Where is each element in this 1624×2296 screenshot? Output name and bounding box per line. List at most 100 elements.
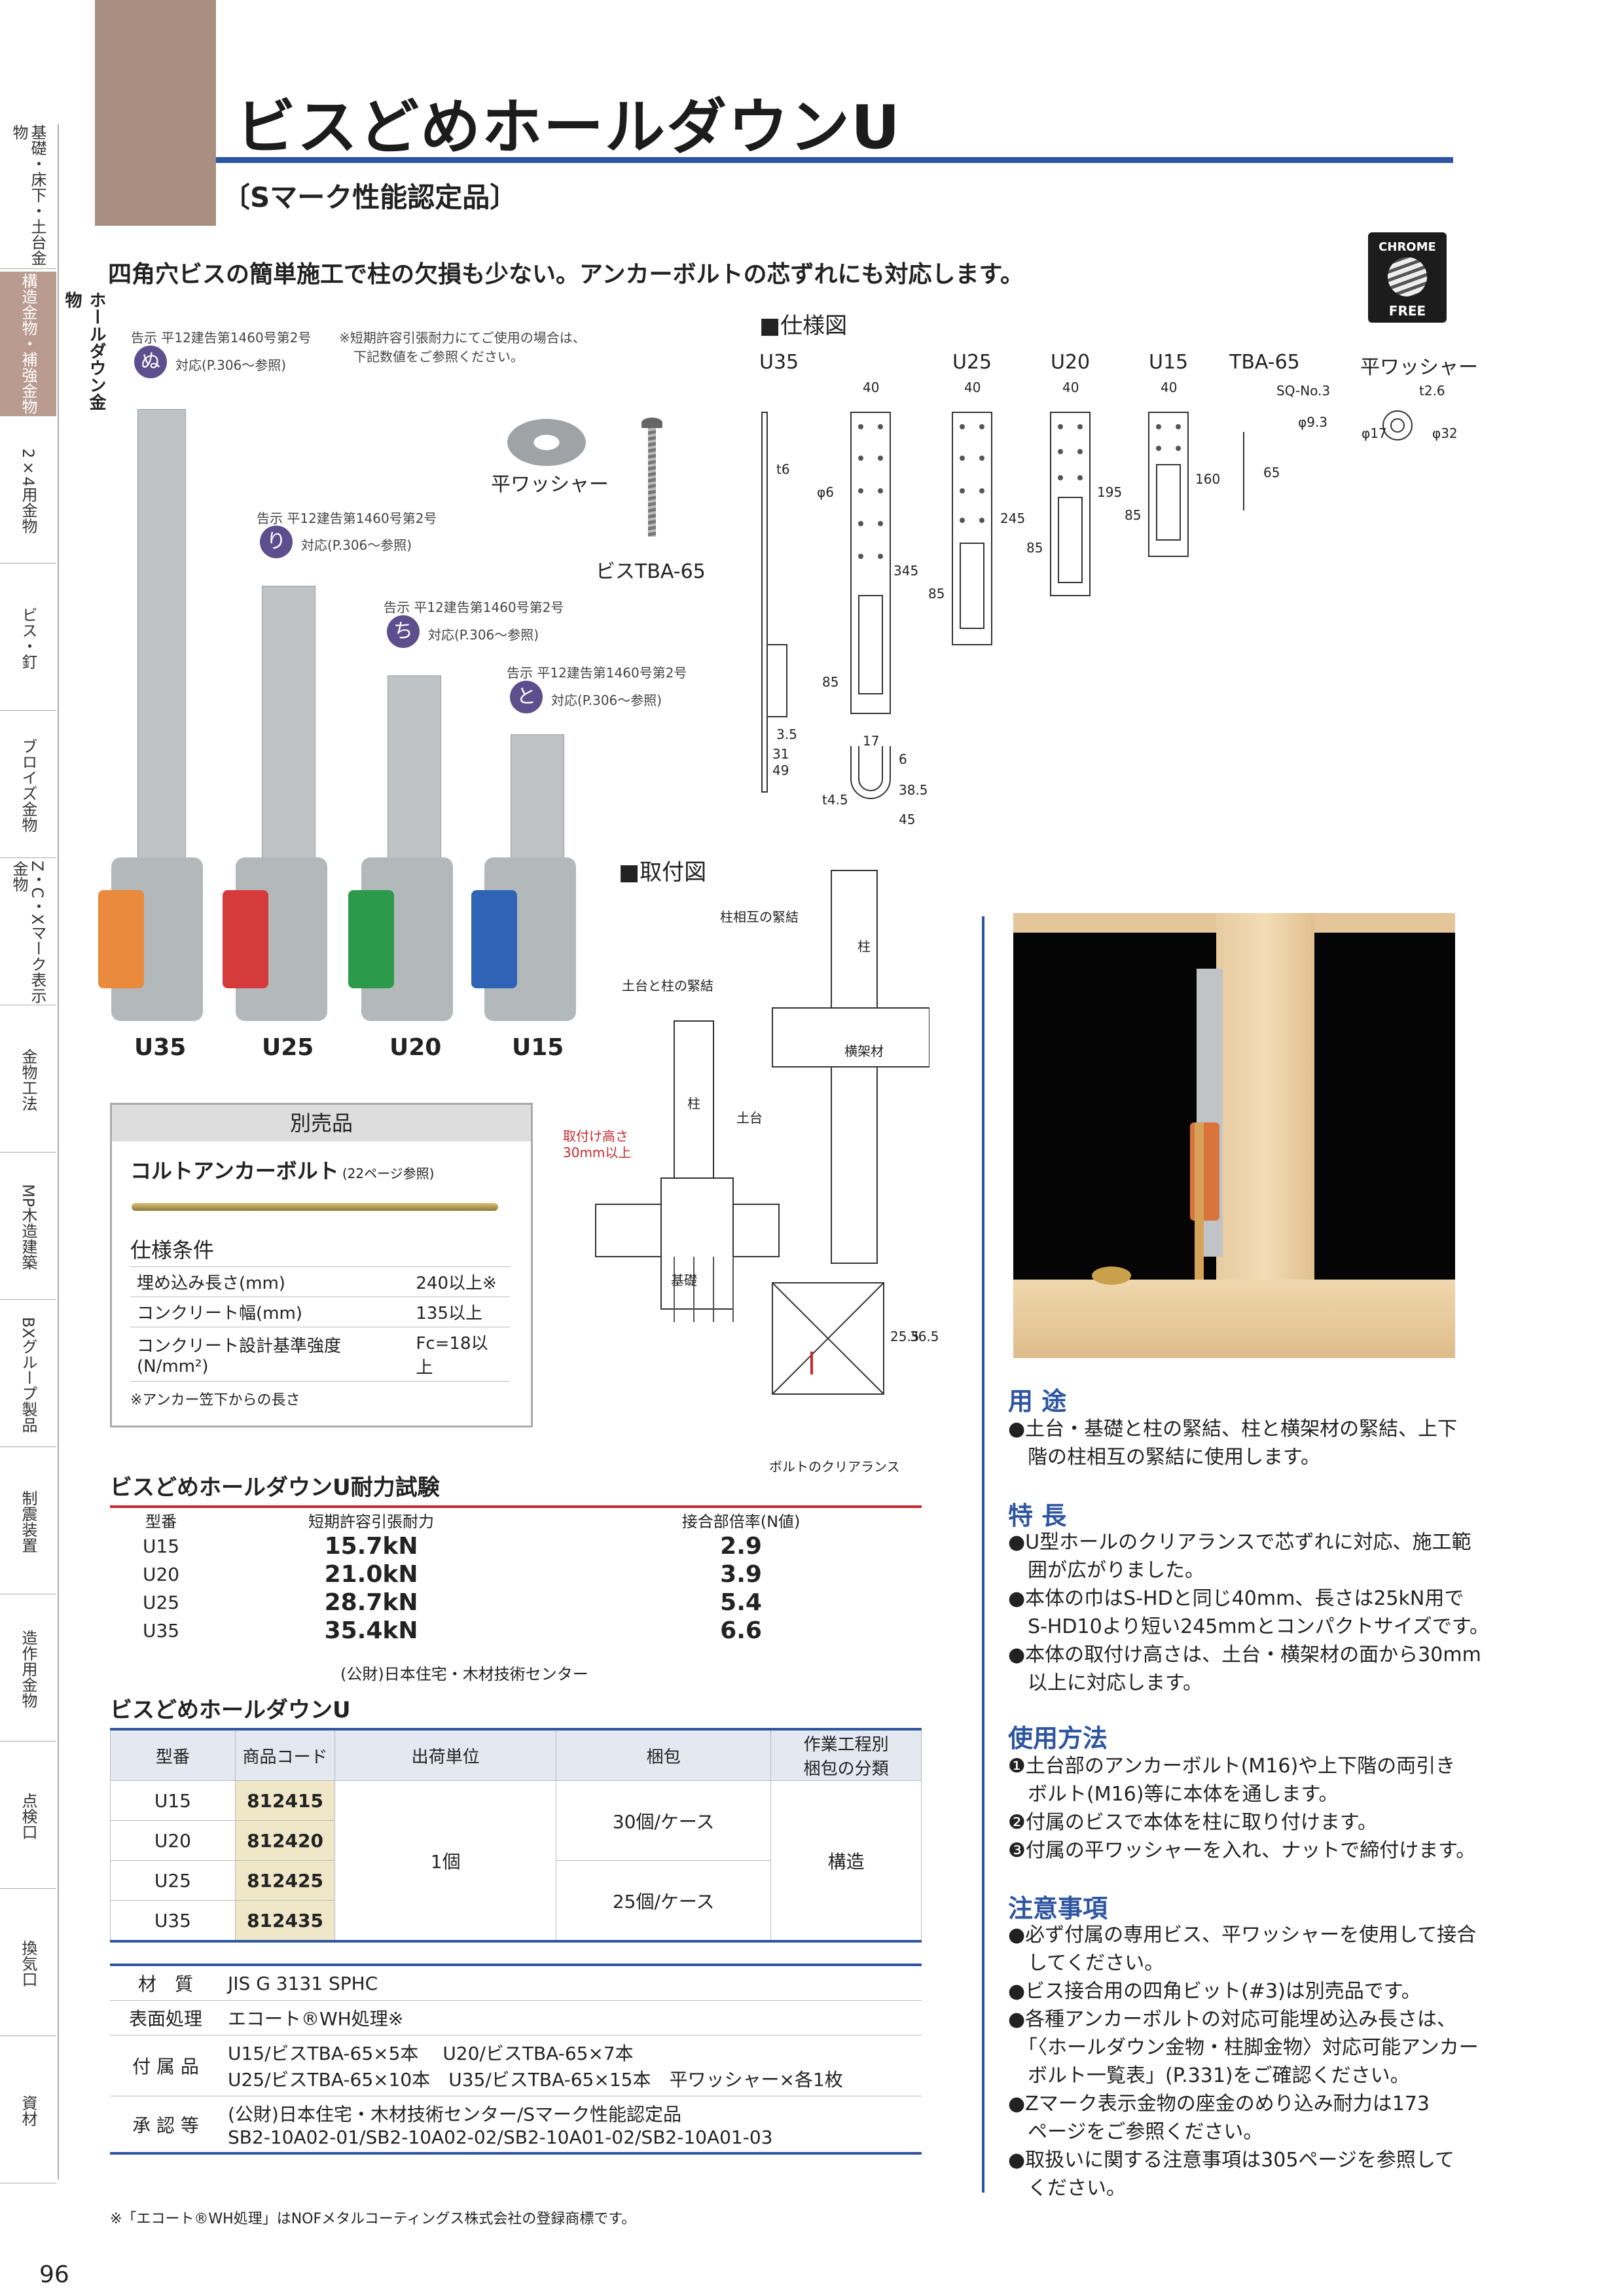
strength-source: (公財)日本住宅・木材技術センター (340, 1665, 588, 1683)
dim-label: 65 (1263, 465, 1280, 480)
how-to-title: 使用方法 (1008, 1724, 1108, 1753)
model-label: U20 (389, 1034, 442, 1061)
strength-title: ビスどめホールダウンU耐力試験 (110, 1475, 440, 1501)
dim-label: 85 (1026, 540, 1043, 556)
install-label: 36.5 (910, 1329, 939, 1344)
screw-photo (648, 425, 656, 537)
side-tab[interactable]: MP木造建築 (0, 1155, 56, 1300)
install-label: 土台 (736, 1110, 763, 1126)
anchor-bolt-photo (132, 1203, 498, 1211)
side-tab[interactable]: 基礎・床下・土台金物 (0, 124, 56, 269)
anchor-bolt (1195, 1122, 1204, 1280)
side-tab[interactable]: Z・C・Xマーク表示金物 (0, 861, 56, 1005)
dim-label: 45 (899, 812, 916, 827)
cond-table: 埋め込み長さ(mm)240以上※ コンクリート幅(mm)135以上 コンクリート… (130, 1266, 510, 1382)
option-box: 別売品 コルトアンカーボルト (22ページ参照) 仕様条件 埋め込み長さ(mm)… (110, 1103, 533, 1427)
install-label: 25.5 (890, 1329, 920, 1344)
globe-icon (1388, 257, 1427, 296)
spec-model-label: U25 (952, 351, 992, 374)
anchor-bolt-name: コルトアンカーボルト (130, 1158, 339, 1183)
how-to-text: ❶土台部のアンカーボルト(M16)や上下階の両引き ボルト(M16)等に本体を通… (1008, 1755, 1476, 1862)
dim-label: 40 (863, 380, 880, 395)
dim-label: SQ-No.3 (1276, 383, 1331, 399)
notice-ref: 対応(P.306〜参照) (175, 357, 287, 373)
label-sticker (223, 890, 268, 988)
product-table: 型番 商品コード 出荷単位 梱包 作業工程別梱包の分類 U15 812415 1… (110, 1728, 922, 1943)
label-sticker (348, 890, 394, 988)
side-tab[interactable]: 2×4用金物 (0, 419, 56, 564)
caution-title: 注意事項 (1008, 1894, 1108, 1923)
side-tab[interactable]: BXグループ製品 (0, 1302, 56, 1447)
label-sticker (471, 890, 517, 988)
cond-title: 仕様条件 (130, 1238, 215, 1263)
notice-to: 告示 平12建告第1460号第2号 (507, 665, 687, 681)
features-text: ●U型ホールのクリアランスで芯ずれに対応、施工範 囲が広がりました。 ●本体の巾… (1008, 1531, 1489, 1695)
dim-label: 40 (1062, 380, 1079, 395)
page-subtitle: 〔Sマーク性能認定品〕 (223, 181, 518, 213)
washer-label: 平ワッシャー (491, 473, 609, 496)
dim-label: 85 (822, 674, 839, 690)
side-tab[interactable]: 造作用金物 (0, 1597, 56, 1742)
side-tab[interactable]: 資材 (0, 2039, 56, 2183)
side-tab[interactable]: 点検口 (0, 1744, 56, 1889)
features-title: 特 長 (1008, 1501, 1067, 1530)
side-tab[interactable]: ビス・釘 (0, 566, 56, 711)
dim-label: 85 (1125, 507, 1142, 523)
side-tab[interactable]: 金物工法 (0, 1008, 56, 1153)
kana-badge-chi: ち (387, 615, 420, 648)
label-sticker (98, 890, 144, 988)
page-number: 96 (39, 2261, 69, 2288)
title-underline (216, 157, 1453, 163)
dim-label: φ32 (1432, 425, 1458, 441)
wood-sill (1013, 1280, 1455, 1358)
notice-nu: 告示 平12建告第1460号第2号 (131, 330, 312, 346)
install-heading: ■取付図 (619, 859, 707, 886)
side-index: 基礎・床下・土台金物 構造金物・補強金物 2×4用金物 ビス・釘 ブロイズ金物 … (0, 124, 59, 2183)
side-tab[interactable]: ブロイズ金物 (0, 713, 56, 858)
screw-label: ビスTBA-65 (596, 560, 706, 583)
install-label: 30mm以上 (563, 1145, 632, 1160)
product-title: ビスどめホールダウンU (110, 1697, 351, 1723)
dim-label: 38.5 (899, 782, 928, 798)
side-tab-active[interactable]: 構造金物・補強金物 (0, 272, 56, 416)
notice-ref: 対応(P.306〜参照) (551, 692, 662, 708)
notice-ref: 対応(P.306〜参照) (428, 627, 539, 643)
model-label: U15 (512, 1034, 564, 1061)
side-tab[interactable]: 換気口 (0, 1892, 56, 2036)
install-label: 柱 (687, 1096, 700, 1111)
dim-label: 31 (772, 746, 789, 762)
spec-model-label: U35 (759, 351, 799, 374)
dim-label: 3.5 (776, 726, 797, 742)
option-header: 別売品 (112, 1105, 531, 1141)
use-title: 用 途 (1008, 1387, 1067, 1416)
spec-model-label: U15 (1149, 351, 1189, 374)
install-label: 横架材 (844, 1043, 884, 1059)
dim-label: t6 (776, 461, 790, 477)
caution-text: ●必ず付属の専用ビス、平ワッシャーを使用して接合 してください。 ●ビス接合用の… (1008, 1924, 1479, 2200)
notice-ri: 告示 平12建告第1460号第2号 (257, 511, 437, 526)
spec-model-label: 平ワッシャー (1360, 356, 1478, 379)
dim-label: 345 (893, 563, 919, 579)
page-title: ビスどめホールダウンU (236, 92, 901, 162)
kana-badge-ri: り (260, 526, 293, 558)
dim-label: 17 (863, 733, 880, 749)
spec-heading: ■仕様図 (759, 313, 848, 339)
dim-label: t2.6 (1419, 383, 1445, 399)
install-label: 取付け高さ (563, 1128, 628, 1144)
install-drawing (595, 870, 929, 1395)
side-tab[interactable]: 制震装置 (0, 1450, 56, 1594)
lead-text: 四角穴ビスの簡単施工で柱の欠損も少ない。アンカーボルトの芯ずれにも対応します。 (108, 261, 1024, 288)
dim-label: 195 (1097, 484, 1123, 500)
screw-head (641, 418, 662, 428)
sub-category-label: ホールダウン金物 (62, 291, 106, 410)
notice-chi: 告示 平12建告第1460号第2号 (384, 600, 564, 615)
kana-badge-to: と (510, 681, 543, 713)
dim-label: 6 (899, 751, 907, 767)
